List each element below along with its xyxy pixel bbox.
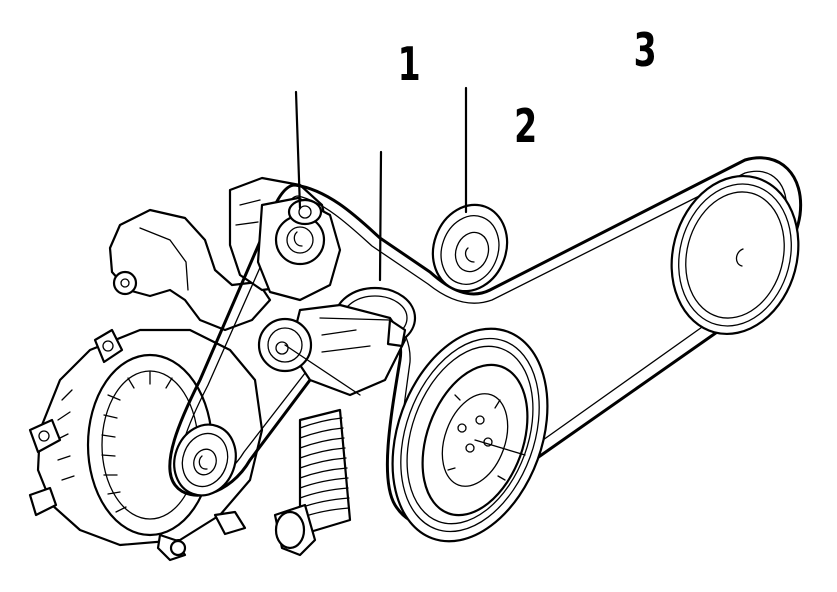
callout-leaders (294, 86, 468, 282)
callout-2: 2 (514, 101, 537, 154)
callout-1: 1 (398, 39, 421, 92)
right-pulley (670, 174, 800, 336)
leader-2 (378, 150, 383, 282)
tensioner-damper (273, 408, 352, 557)
idler-pulley (431, 203, 509, 293)
alternator-pulley (173, 423, 237, 497)
leader-1 (294, 90, 302, 210)
belt-tensioner (288, 286, 417, 397)
crankshaft-pulley (391, 327, 549, 543)
callout-labels: 1 2 3 (398, 25, 657, 154)
tensioner-pulley (257, 317, 361, 396)
callout-3: 3 (634, 25, 657, 78)
upper-pulley-bracket (256, 196, 342, 302)
